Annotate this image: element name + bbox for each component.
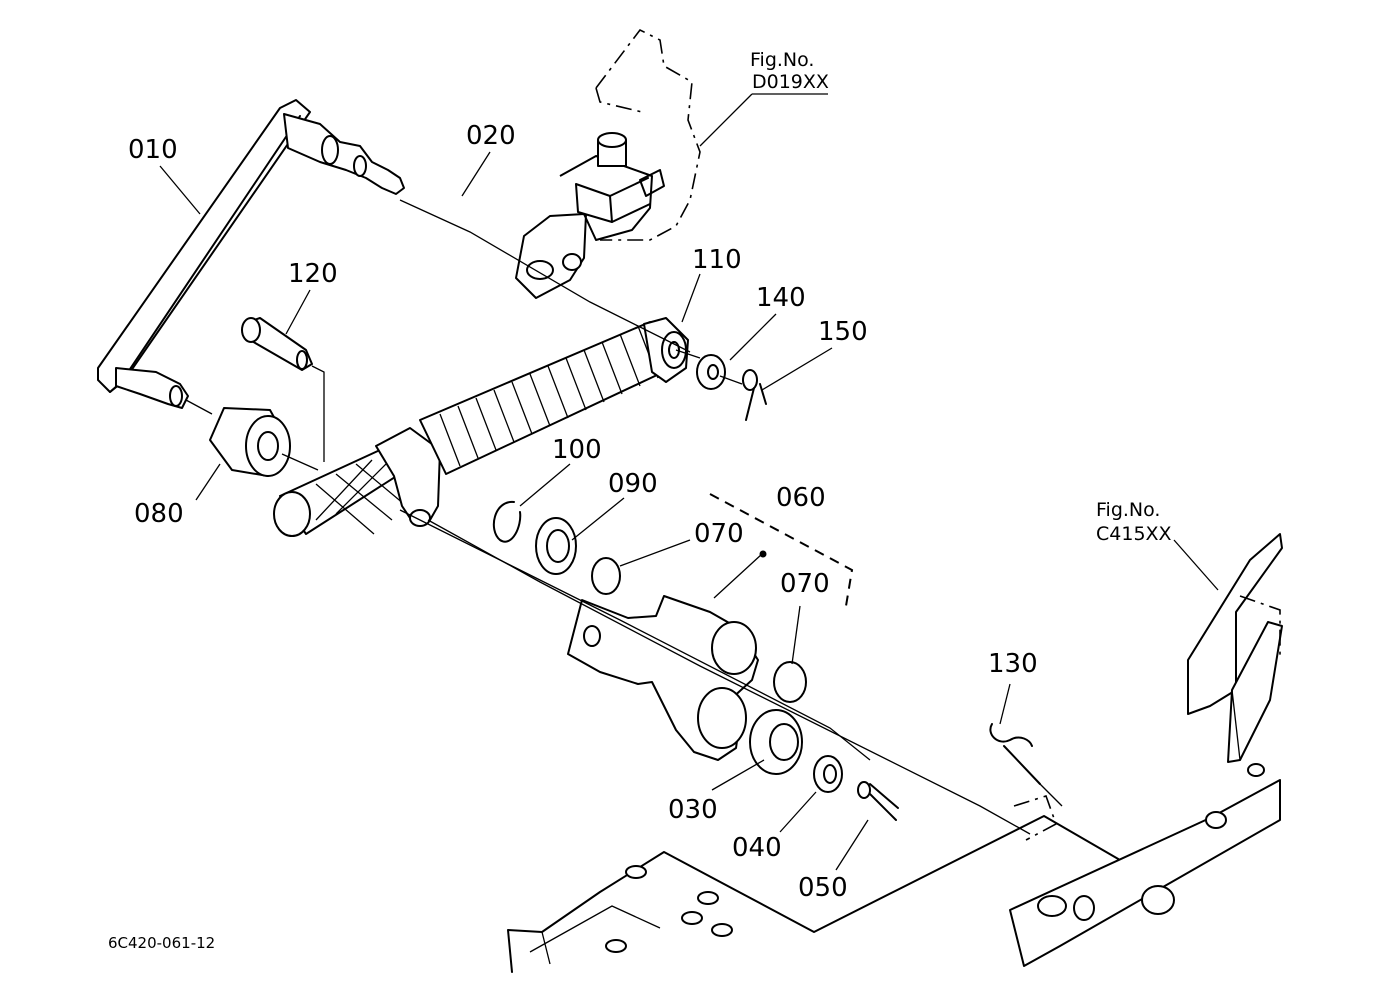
pedal-lever (97, 99, 405, 409)
arm-assembly (567, 493, 854, 761)
callout-120: 120 (288, 259, 338, 289)
callout-070-upper: 070 (694, 519, 744, 549)
callout-010: 010 (128, 135, 178, 165)
callout-070-lower: 070 (780, 569, 830, 599)
callout-110: 110 (692, 245, 742, 275)
assembly-lines (185, 199, 1063, 835)
callout-labels: 010 020 120 110 140 150 080 100 090 060 … (128, 121, 1038, 903)
washer-and-pin-upper (696, 354, 767, 421)
snap-pin (989, 723, 1041, 785)
callout-050: 050 (798, 873, 848, 903)
drawing-code: 6C420-061-12 (108, 934, 215, 952)
reference-dot (759, 550, 767, 558)
callout-020: 020 (466, 121, 516, 151)
callout-080: 080 (134, 499, 184, 529)
callout-150: 150 (818, 317, 868, 347)
ref-c415-code: C415XX (1096, 523, 1172, 545)
callout-090: 090 (608, 469, 658, 499)
ring-washer-bushings (492, 500, 807, 703)
leader-lines (159, 93, 1219, 871)
ref-d019-code: D019XX (752, 71, 829, 93)
callout-100: 100 (552, 435, 602, 465)
callout-140: 140 (756, 283, 806, 313)
callout-030: 030 (668, 795, 718, 825)
clevis-pin (241, 317, 313, 371)
frame-assembly (507, 533, 1283, 973)
callout-060: 060 (776, 483, 826, 513)
collar-washer-pin-lower (749, 709, 899, 821)
callout-130: 130 (988, 649, 1038, 679)
roller (209, 407, 291, 477)
spring-rod (273, 317, 689, 537)
figure-references: Fig.No. D019XX Fig.No. C415XX (750, 49, 1172, 545)
callout-040: 040 (732, 833, 782, 863)
ref-c415-label: Fig.No. (1096, 499, 1160, 521)
ref-d019-label: Fig.No. (750, 49, 814, 71)
upper-bracket-assembly (515, 28, 701, 299)
